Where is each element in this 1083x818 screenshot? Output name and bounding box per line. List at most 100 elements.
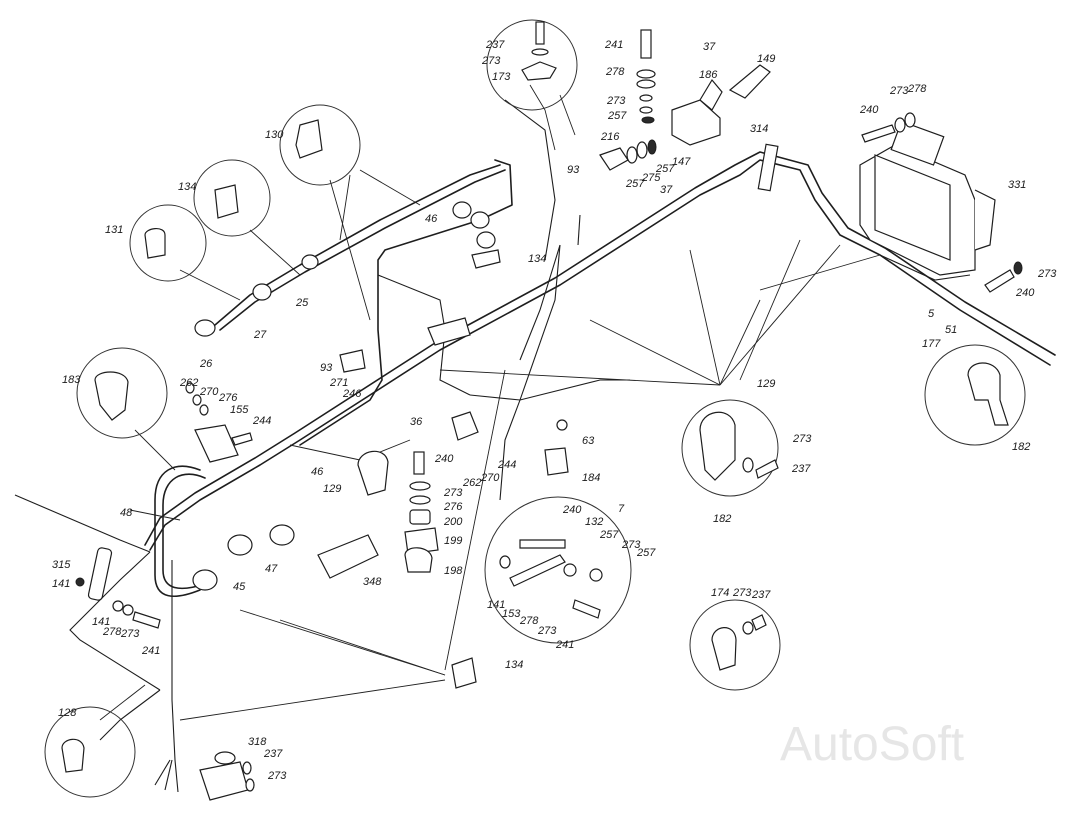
part-label-244: 244 (497, 459, 516, 471)
bolt-241b (132, 611, 161, 629)
part-label-200: 200 (443, 516, 463, 528)
lamp-27 (252, 283, 272, 301)
plate-153 (509, 554, 566, 587)
part-label-48: 48 (120, 507, 133, 519)
bolt-237 (535, 21, 545, 45)
part-label-134: 134 (528, 253, 546, 265)
part-label-63: 63 (582, 435, 595, 447)
switch-155 (194, 424, 239, 463)
part-label-141: 141 (52, 578, 70, 590)
connector-315 (87, 547, 113, 601)
part-label-183: 183 (62, 374, 81, 386)
part-label-134: 134 (505, 659, 523, 671)
part-label-182: 182 (713, 513, 731, 525)
part-label-257: 257 (625, 178, 645, 190)
callout-129 (681, 399, 779, 497)
callout-circles (44, 19, 1026, 798)
part-label-315: 315 (52, 559, 71, 571)
part-label-186: 186 (699, 69, 718, 81)
part-label-147: 147 (672, 156, 691, 168)
part-label-273: 273 (1037, 268, 1057, 280)
part-label-273: 273 (621, 539, 641, 551)
part-label-273: 273 (120, 628, 140, 640)
part-label-318: 318 (248, 736, 267, 748)
parts (61, 21, 1023, 801)
part-label-177: 177 (922, 338, 941, 350)
part-label-130: 130 (265, 129, 284, 141)
clamp-173 (521, 61, 557, 81)
part-label-240: 240 (1015, 287, 1035, 299)
part-label-47: 47 (265, 563, 278, 575)
connector-47 (227, 534, 253, 556)
part-label-27: 27 (253, 329, 267, 341)
part-label-199: 199 (444, 535, 462, 547)
part-label-237: 237 (791, 463, 811, 475)
part-label-241: 241 (604, 39, 623, 51)
lamp-25 (301, 254, 319, 270)
part-label-240: 240 (434, 453, 454, 465)
part-label-173: 173 (492, 71, 511, 83)
clip-134b (471, 249, 501, 269)
bolt-241c (572, 599, 601, 619)
cap-216 (599, 147, 629, 171)
part-label-273: 273 (443, 487, 463, 499)
part-label-237: 237 (485, 39, 505, 51)
part-label-5: 5 (928, 308, 935, 320)
main-harness-wires (14, 99, 1056, 761)
part-label-270: 270 (480, 472, 500, 484)
part-label-273: 273 (606, 95, 626, 107)
part-label-237: 237 (263, 748, 283, 760)
clamp-128 (61, 738, 85, 773)
callout-130 (279, 104, 361, 186)
bolt-240c (413, 451, 425, 475)
sensor-184 (544, 447, 569, 476)
part-label-216: 216 (600, 131, 620, 143)
part-label-26: 26 (199, 358, 213, 370)
bushing-200 (409, 509, 431, 525)
plate-132 (519, 539, 566, 549)
watermark: AutoSoft (780, 718, 964, 771)
part-246 (339, 349, 366, 373)
part-label-262: 262 (462, 477, 481, 489)
part-label-174: 174 (711, 587, 729, 599)
part-label-271: 271 (329, 377, 348, 389)
part-label-278: 278 (907, 83, 927, 95)
part-label-198: 198 (444, 565, 463, 577)
clip-130 (295, 119, 323, 159)
terminal-block-314 (757, 143, 779, 192)
part-label-246: 246 (342, 388, 362, 400)
part-label-7: 7 (618, 503, 625, 515)
part-label-244: 244 (252, 415, 271, 427)
part-label-241: 241 (141, 645, 160, 657)
sensor-36 (451, 411, 479, 441)
part-label-257: 257 (636, 547, 656, 559)
part-label-257: 257 (607, 110, 627, 122)
clamp-129b (357, 450, 389, 496)
clamp-174 (711, 627, 737, 671)
part-label-25: 25 (295, 297, 309, 309)
terminal-strip (427, 317, 471, 346)
part-label-273: 273 (267, 770, 287, 782)
part-label-129: 129 (323, 483, 341, 495)
switch-318 (199, 761, 249, 801)
part-label-278: 278 (605, 66, 625, 78)
part-label-46: 46 (311, 466, 324, 478)
part-label-141: 141 (92, 616, 110, 628)
part-label-93: 93 (320, 362, 333, 374)
part-label-270: 270 (199, 386, 219, 398)
plate-348 (317, 534, 379, 579)
part-label-132: 132 (585, 516, 603, 528)
clip-131 (144, 228, 166, 259)
part-label-240: 240 (859, 104, 879, 116)
clamp-183 (94, 371, 129, 421)
callout-131 (129, 204, 207, 282)
callout-174 (689, 599, 781, 691)
part-label-278: 278 (102, 626, 122, 638)
part-label-128: 128 (58, 707, 77, 719)
part-label-93: 93 (567, 164, 580, 176)
part-label-273: 273 (537, 625, 557, 637)
part-label-51: 51 (945, 324, 957, 336)
leader-lines (99, 84, 881, 721)
clip-134 (214, 184, 239, 219)
